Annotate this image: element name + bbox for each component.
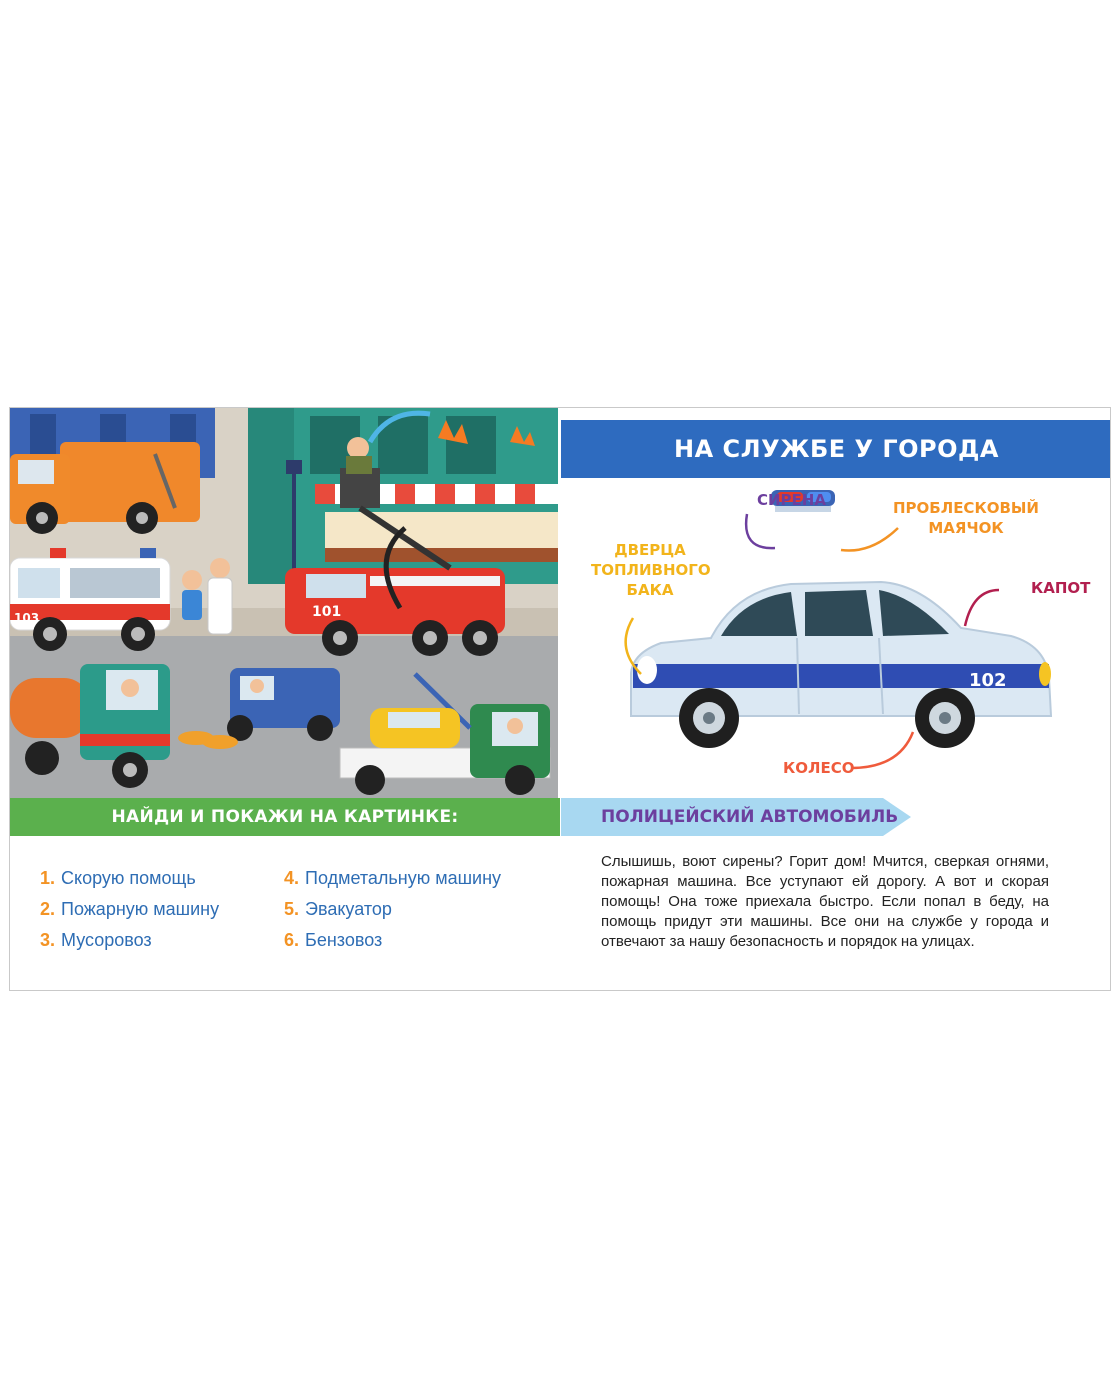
fuel-door-label: ДВЕРЦА ТОПЛИВНОГО БАКА <box>591 540 711 600</box>
task-item: 2.Пожарную машину <box>40 899 219 930</box>
task-item: 4.Подметальную машину <box>284 868 501 899</box>
fuel-door-label-line1: ДВЕРЦА <box>614 541 686 559</box>
wheel-arrow <box>850 731 915 770</box>
fuel-tanker <box>10 664 170 788</box>
tow-truck <box>339 672 551 795</box>
task-number: 2. <box>40 899 56 919</box>
task-item: 5.Эвакуатор <box>284 899 501 930</box>
garbage-truck <box>10 442 200 534</box>
siren-arrow <box>744 513 776 550</box>
task-label: Подметальную машину <box>305 868 502 888</box>
task-label: Эвакуатор <box>305 899 392 919</box>
street-scene-illustration: 103 101 <box>10 408 558 798</box>
ambulance: 103 <box>10 548 171 651</box>
beacon-arrow <box>840 527 899 552</box>
doctor-and-child <box>182 558 233 635</box>
wheel-label: КОЛЕСО <box>783 759 855 777</box>
hood-label: КАПОТ <box>1031 579 1091 597</box>
car-number: 102 <box>969 670 1007 691</box>
hood-arrow <box>963 588 1000 627</box>
task-label: Пожарную машину <box>61 899 220 919</box>
street-sweeper <box>178 668 340 749</box>
beacon-label-line2: МАЯЧОК <box>928 519 1004 537</box>
task-list-column-1: 1.Скорую помощь 2.Пожарную машину 3.Мусо… <box>40 868 219 961</box>
fuel-door-label-line3: БАКА <box>626 581 674 599</box>
task-item: 6.Бензовоз <box>284 930 501 961</box>
fuel-door-arrow <box>624 617 642 675</box>
fire-truck: 101 <box>285 410 505 656</box>
story-paragraph: Слышишь, воют сирены? Горит дом! Мчится,… <box>601 853 1049 950</box>
page-title: НА СЛУЖБЕ У ГОРОДА <box>561 420 1110 478</box>
police-car-diagram: 102 СИРЕНА ПРОБЛЕСКОВЫЙ МАЯЧОК ДВЕРЦА ТО… <box>561 478 1110 798</box>
task-number: 4. <box>284 868 300 888</box>
task-label: Скорую помощь <box>61 868 196 888</box>
task-number: 5. <box>284 899 300 919</box>
siren-label: СИРЕНА <box>757 491 826 509</box>
find-and-show-banner: НАЙДИ И ПОКАЖИ НА КАРТИНКЕ: <box>10 798 560 836</box>
task-list-column-2: 4.Подметальную машину 5.Эвакуатор 6.Бенз… <box>284 868 501 961</box>
task-number: 6. <box>284 930 300 950</box>
task-item: 1.Скорую помощь <box>40 868 219 899</box>
fuel-door-label-line2: ТОПЛИВНОГО <box>591 561 711 579</box>
police-car-banner: ПОЛИЦЕЙСКИЙ АВТОМОБИЛЬ <box>561 798 911 836</box>
beacon-label: ПРОБЛЕСКОВЫЙ МАЯЧОК <box>891 498 1041 538</box>
book-spread: 103 101 <box>9 407 1111 991</box>
fire-truck-number: 101 <box>312 604 341 620</box>
task-label: Бензовоз <box>305 930 383 950</box>
ambulance-number: 103 <box>14 611 39 625</box>
task-item: 3.Мусоровоз <box>40 930 219 961</box>
police-car-illustration: 102 <box>630 490 1053 748</box>
task-number: 3. <box>40 930 56 950</box>
task-number: 1. <box>40 868 56 888</box>
beacon-label-line1: ПРОБЛЕСКОВЫЙ <box>893 499 1039 517</box>
task-label: Мусоровоз <box>61 930 152 950</box>
